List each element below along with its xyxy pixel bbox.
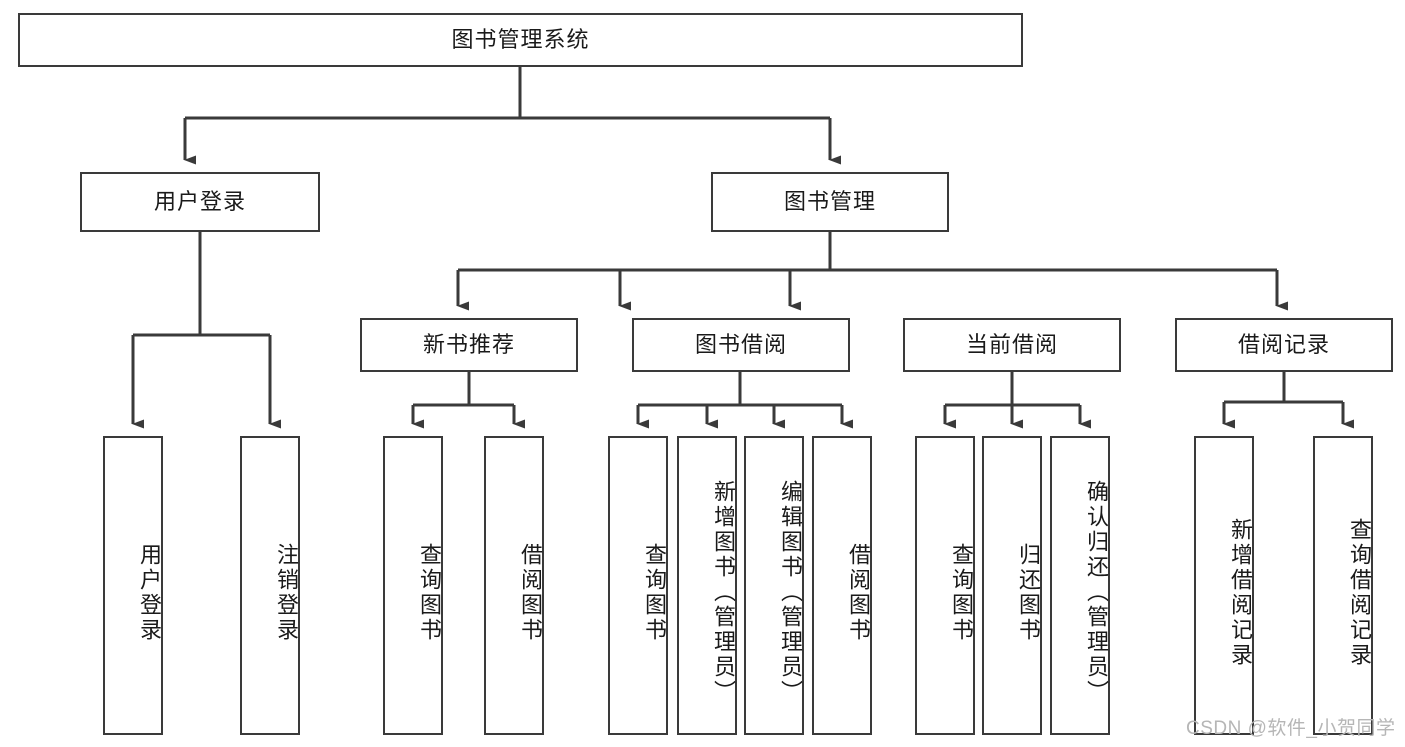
leaf-record-query-record[interactable]: 查询借阅记录 bbox=[1313, 436, 1373, 735]
watermark: CSDN @软件_小贺同学 bbox=[1186, 718, 1396, 739]
node-new-book-recommend[interactable]: 新书推荐 bbox=[360, 318, 578, 372]
leaf-current-query-book[interactable]: 查询图书 bbox=[915, 436, 975, 735]
node-book-management[interactable]: 图书管理 bbox=[711, 172, 949, 232]
leaf-current-return-book[interactable]: 归还图书 bbox=[982, 436, 1042, 735]
leaf-recommend-borrow-book[interactable]: 借阅图书 bbox=[484, 436, 544, 735]
node-book-borrow-label: 图书借阅 bbox=[694, 332, 787, 358]
leaf-borrow-add-book[interactable]: 新增图书（管理员） bbox=[677, 436, 737, 735]
leaf-borrow-query-book[interactable]: 查询图书 bbox=[608, 436, 668, 735]
leaf-borrow-add-book-label: 新增图书（管理员） bbox=[711, 480, 736, 705]
node-user-login-label: 用户登录 bbox=[153, 189, 246, 215]
node-borrow-record-label: 借阅记录 bbox=[1237, 332, 1330, 358]
leaf-record-add-record-label: 新增借阅记录 bbox=[1228, 517, 1253, 668]
leaf-borrow-query-book-label: 查询图书 bbox=[642, 542, 667, 643]
node-new-book-recommend-label: 新书推荐 bbox=[422, 332, 515, 358]
leaf-user-login-logout[interactable]: 注销登录 bbox=[240, 436, 300, 735]
leaf-recommend-borrow-book-label: 借阅图书 bbox=[518, 542, 543, 643]
leaf-record-add-record[interactable]: 新增借阅记录 bbox=[1194, 436, 1254, 735]
leaf-recommend-query-book[interactable]: 查询图书 bbox=[383, 436, 443, 735]
leaf-borrow-borrow-book[interactable]: 借阅图书 bbox=[812, 436, 872, 735]
node-root[interactable]: 图书管理系统 bbox=[18, 13, 1023, 67]
leaf-record-query-record-label: 查询借阅记录 bbox=[1347, 517, 1372, 668]
leaf-borrow-edit-book-label: 编辑图书（管理员） bbox=[778, 480, 803, 705]
leaf-user-login-login[interactable]: 用户登录 bbox=[103, 436, 163, 735]
leaf-borrow-borrow-book-label: 借阅图书 bbox=[846, 542, 871, 643]
leaf-current-confirm-return-label: 确认归还（管理员） bbox=[1084, 480, 1109, 705]
node-book-borrow[interactable]: 图书借阅 bbox=[632, 318, 850, 372]
leaf-borrow-edit-book[interactable]: 编辑图书（管理员） bbox=[744, 436, 804, 735]
leaf-current-confirm-return[interactable]: 确认归还（管理员） bbox=[1050, 436, 1110, 735]
node-root-label: 图书管理系统 bbox=[451, 27, 590, 53]
leaf-recommend-query-book-label: 查询图书 bbox=[417, 542, 442, 643]
node-current-borrow-label: 当前借阅 bbox=[965, 332, 1058, 358]
leaf-current-query-book-label: 查询图书 bbox=[949, 542, 974, 643]
leaf-current-return-book-label: 归还图书 bbox=[1016, 542, 1041, 643]
leaf-user-login-logout-label: 注销登录 bbox=[274, 542, 299, 643]
node-user-login[interactable]: 用户登录 bbox=[80, 172, 320, 232]
node-book-management-label: 图书管理 bbox=[783, 189, 876, 215]
node-borrow-record[interactable]: 借阅记录 bbox=[1175, 318, 1393, 372]
node-current-borrow[interactable]: 当前借阅 bbox=[903, 318, 1121, 372]
leaf-user-login-login-label: 用户登录 bbox=[137, 542, 162, 643]
